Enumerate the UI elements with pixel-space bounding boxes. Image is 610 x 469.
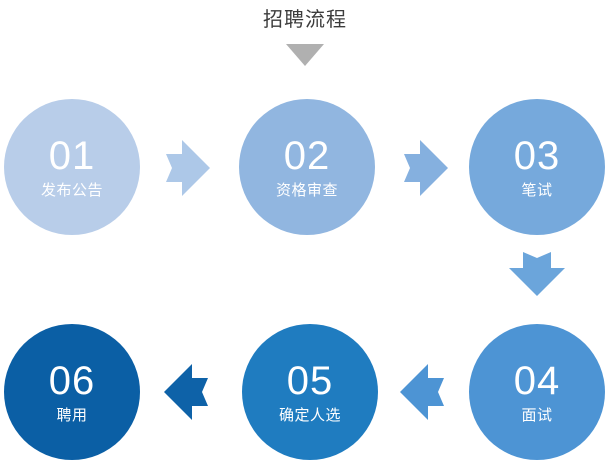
- process-step-01[interactable]: 01 发布公告: [4, 99, 140, 235]
- step-label: 面试: [521, 406, 553, 424]
- step-label: 资格审查: [275, 181, 338, 199]
- arrow-right-icon: [166, 140, 210, 196]
- step-label: 聘用: [56, 406, 88, 424]
- process-step-05[interactable]: 05 确定人选: [242, 324, 378, 460]
- arrow-left-icon: [400, 364, 444, 420]
- step-number: 05: [286, 358, 334, 403]
- arrow-right-icon: [404, 140, 448, 196]
- step-number: 03: [513, 133, 561, 178]
- step-label: 确定人选: [278, 406, 341, 424]
- diagram-title-block: 招聘流程: [0, 6, 610, 66]
- page-title: 招聘流程: [263, 9, 347, 31]
- process-step-02[interactable]: 02 资格审查: [239, 99, 375, 235]
- arrow-down-icon: [509, 252, 565, 296]
- process-step-03[interactable]: 03 笔试: [469, 99, 605, 235]
- step-label: 笔试: [521, 181, 553, 199]
- process-step-06[interactable]: 06 聘用: [4, 324, 140, 460]
- arrow-left-icon: [164, 364, 208, 420]
- step-number: 02: [283, 133, 331, 178]
- step-number: 01: [48, 133, 96, 178]
- step-label: 发布公告: [40, 181, 103, 199]
- process-step-04[interactable]: 04 面试: [469, 324, 605, 460]
- caret-down-icon: [286, 44, 324, 66]
- step-number: 04: [513, 358, 561, 403]
- step-number: 06: [48, 358, 96, 403]
